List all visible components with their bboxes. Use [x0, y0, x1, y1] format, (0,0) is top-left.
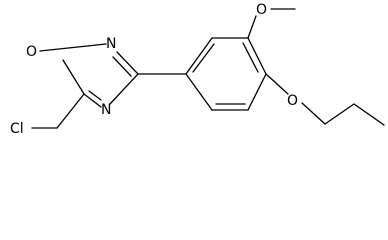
bond-c5-o1 — [62, 59, 85, 95]
atom-label-n-bottom: N — [101, 102, 111, 118]
bond-n2-c3-double — [112, 56, 132, 77]
bond-b4-o — [265, 73, 289, 95]
methoxy-group — [247, 8, 296, 39]
bond-b3-o — [247, 15, 257, 39]
bond-c2-c3 — [353, 103, 385, 126]
bond-b1-b2 — [185, 37, 213, 75]
atom-label-n-top: N — [106, 36, 116, 52]
bond-c5-n4-double — [88, 90, 102, 101]
bond-c5-ch2 — [56, 93, 85, 129]
atom-label-o-propoxy: O — [287, 93, 298, 109]
bond-c3-n4 — [109, 73, 139, 105]
bond-n2-c3 — [116, 51, 139, 75]
bond-n4-c5 — [83, 93, 102, 108]
bond-c1-c2 — [324, 103, 355, 125]
bond-b3-b4-double — [242, 42, 259, 73]
chloromethyl-group — [31, 93, 85, 129]
atom-label-o-methoxy: O — [256, 2, 267, 18]
propoxy-group — [265, 73, 385, 126]
bond-b3-b4 — [247, 37, 267, 75]
oxadiazole-ring — [39, 43, 139, 108]
bond-b1-b2-double — [192, 43, 215, 73]
molecule-structure-drawing: O N N Cl O O — [10, 2, 385, 137]
bond-o-c1 — [301, 102, 326, 125]
bond-o1-n2 — [39, 43, 107, 52]
benzene-ring — [185, 37, 267, 111]
bond-b6-b1 — [185, 73, 213, 111]
atom-label-cl: Cl — [10, 121, 24, 137]
bond-b4-b5 — [247, 73, 267, 111]
atom-label-o-ring: O — [26, 44, 37, 60]
